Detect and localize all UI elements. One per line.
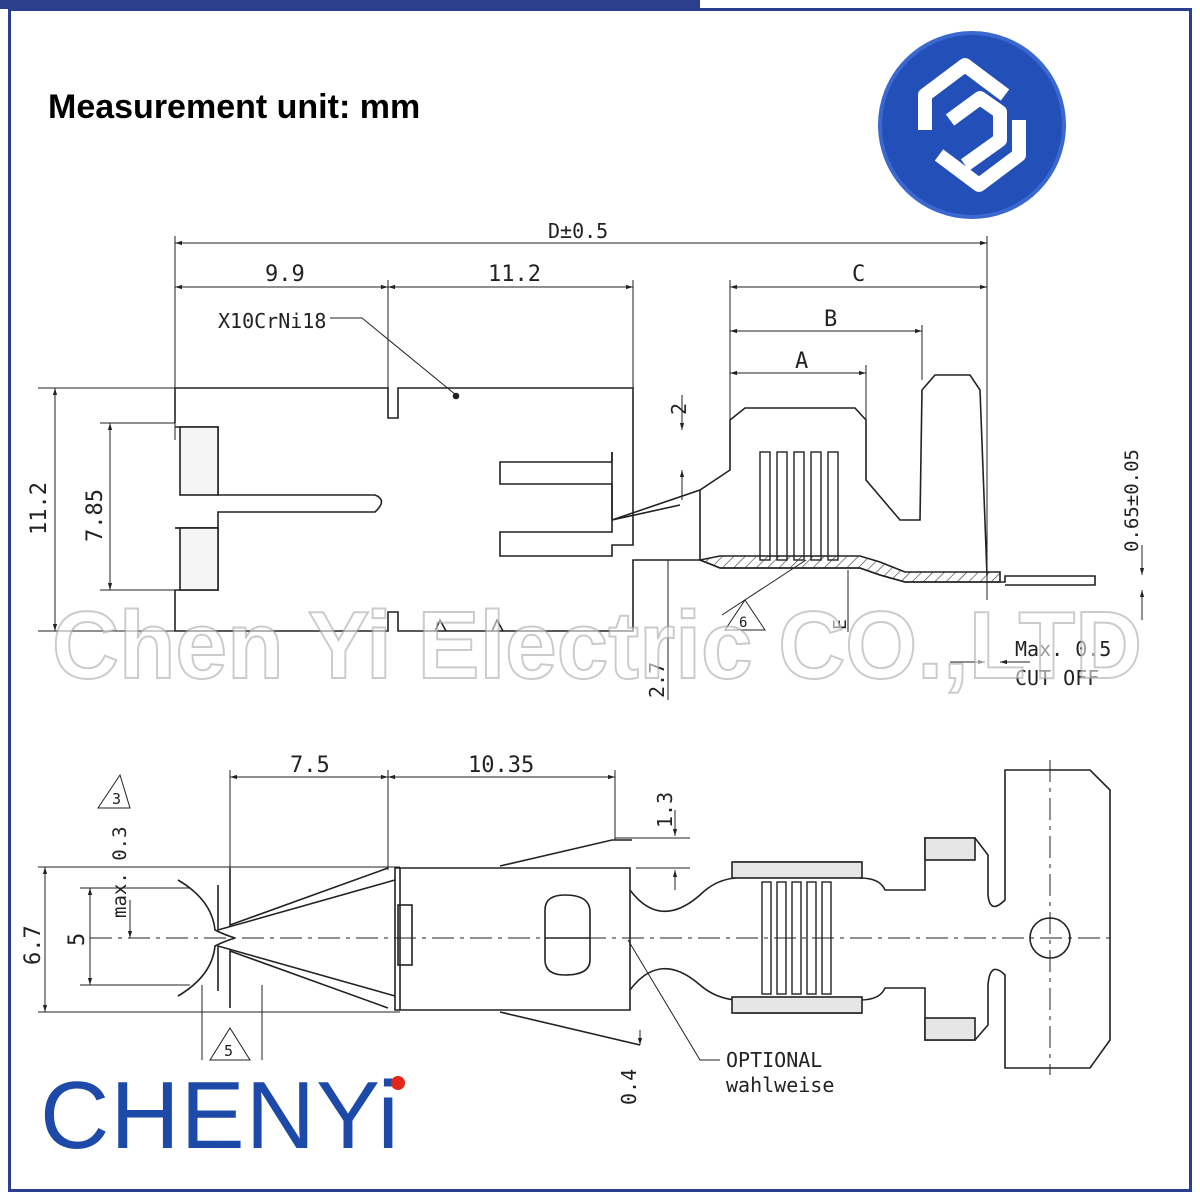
- company-logo-icon: [878, 31, 1066, 219]
- border-frame: [8, 8, 1192, 1192]
- material-label: X10CrNi18: [218, 309, 326, 333]
- dim-total-height: 11.2: [27, 482, 52, 535]
- top-accent-bar: [0, 0, 700, 9]
- dim-10-35: 10.35: [468, 753, 534, 778]
- brand-name: CHENYi: [40, 1062, 400, 1169]
- note-5-marker: 5: [224, 1042, 233, 1060]
- dim-max-0-3: max. 0.3: [109, 826, 131, 918]
- dim-overall-length: D±0.5: [548, 219, 608, 243]
- dim-mid-length: 11.2: [488, 262, 541, 287]
- note-6-marker: 6: [739, 615, 747, 631]
- dim-2: 2: [667, 403, 691, 415]
- cutoff-label: CUT OFF: [1015, 666, 1099, 690]
- dim-e: E: [830, 619, 851, 630]
- bottom-view-labels: 7.5 10.35 1.3 max. 0.3 3 6.7 5 5 0.4 OPT…: [21, 753, 834, 1105]
- wahlweise-label: wahlweise: [726, 1073, 834, 1097]
- top-view-drawing: [38, 236, 1145, 700]
- top-view-labels: D±0.5 9.9 11.2 C B A X10CrNi18 11.2 7.85…: [27, 219, 1143, 698]
- note-3-marker: 3: [112, 790, 121, 808]
- dim-7-5: 7.5: [290, 753, 330, 778]
- watermark-text: Chen Yi Electric CO.,LTD: [52, 592, 1142, 699]
- dim-front-length: 9.9: [265, 262, 305, 287]
- dim-b: B: [824, 307, 837, 332]
- dim-1-3: 1.3: [653, 792, 677, 828]
- dim-5: 5: [65, 933, 90, 946]
- cutoff-max: Max. 0.5: [1015, 637, 1111, 661]
- dim-6-7: 6.7: [21, 925, 46, 965]
- brand-dot-icon: [391, 1076, 405, 1090]
- dim-0-4: 0.4: [617, 1069, 641, 1105]
- dim-inner-height: 7.85: [83, 489, 108, 542]
- dim-c: C: [852, 262, 865, 287]
- dim-thickness: 0.65±0.05: [1121, 449, 1143, 552]
- optional-label: OPTIONAL: [726, 1048, 822, 1072]
- dim-a: A: [795, 349, 808, 374]
- measurement-unit-label: Measurement unit: mm: [48, 88, 421, 126]
- dim-2-7: 2.7: [645, 662, 669, 698]
- bottom-view-drawing: [38, 760, 1111, 1075]
